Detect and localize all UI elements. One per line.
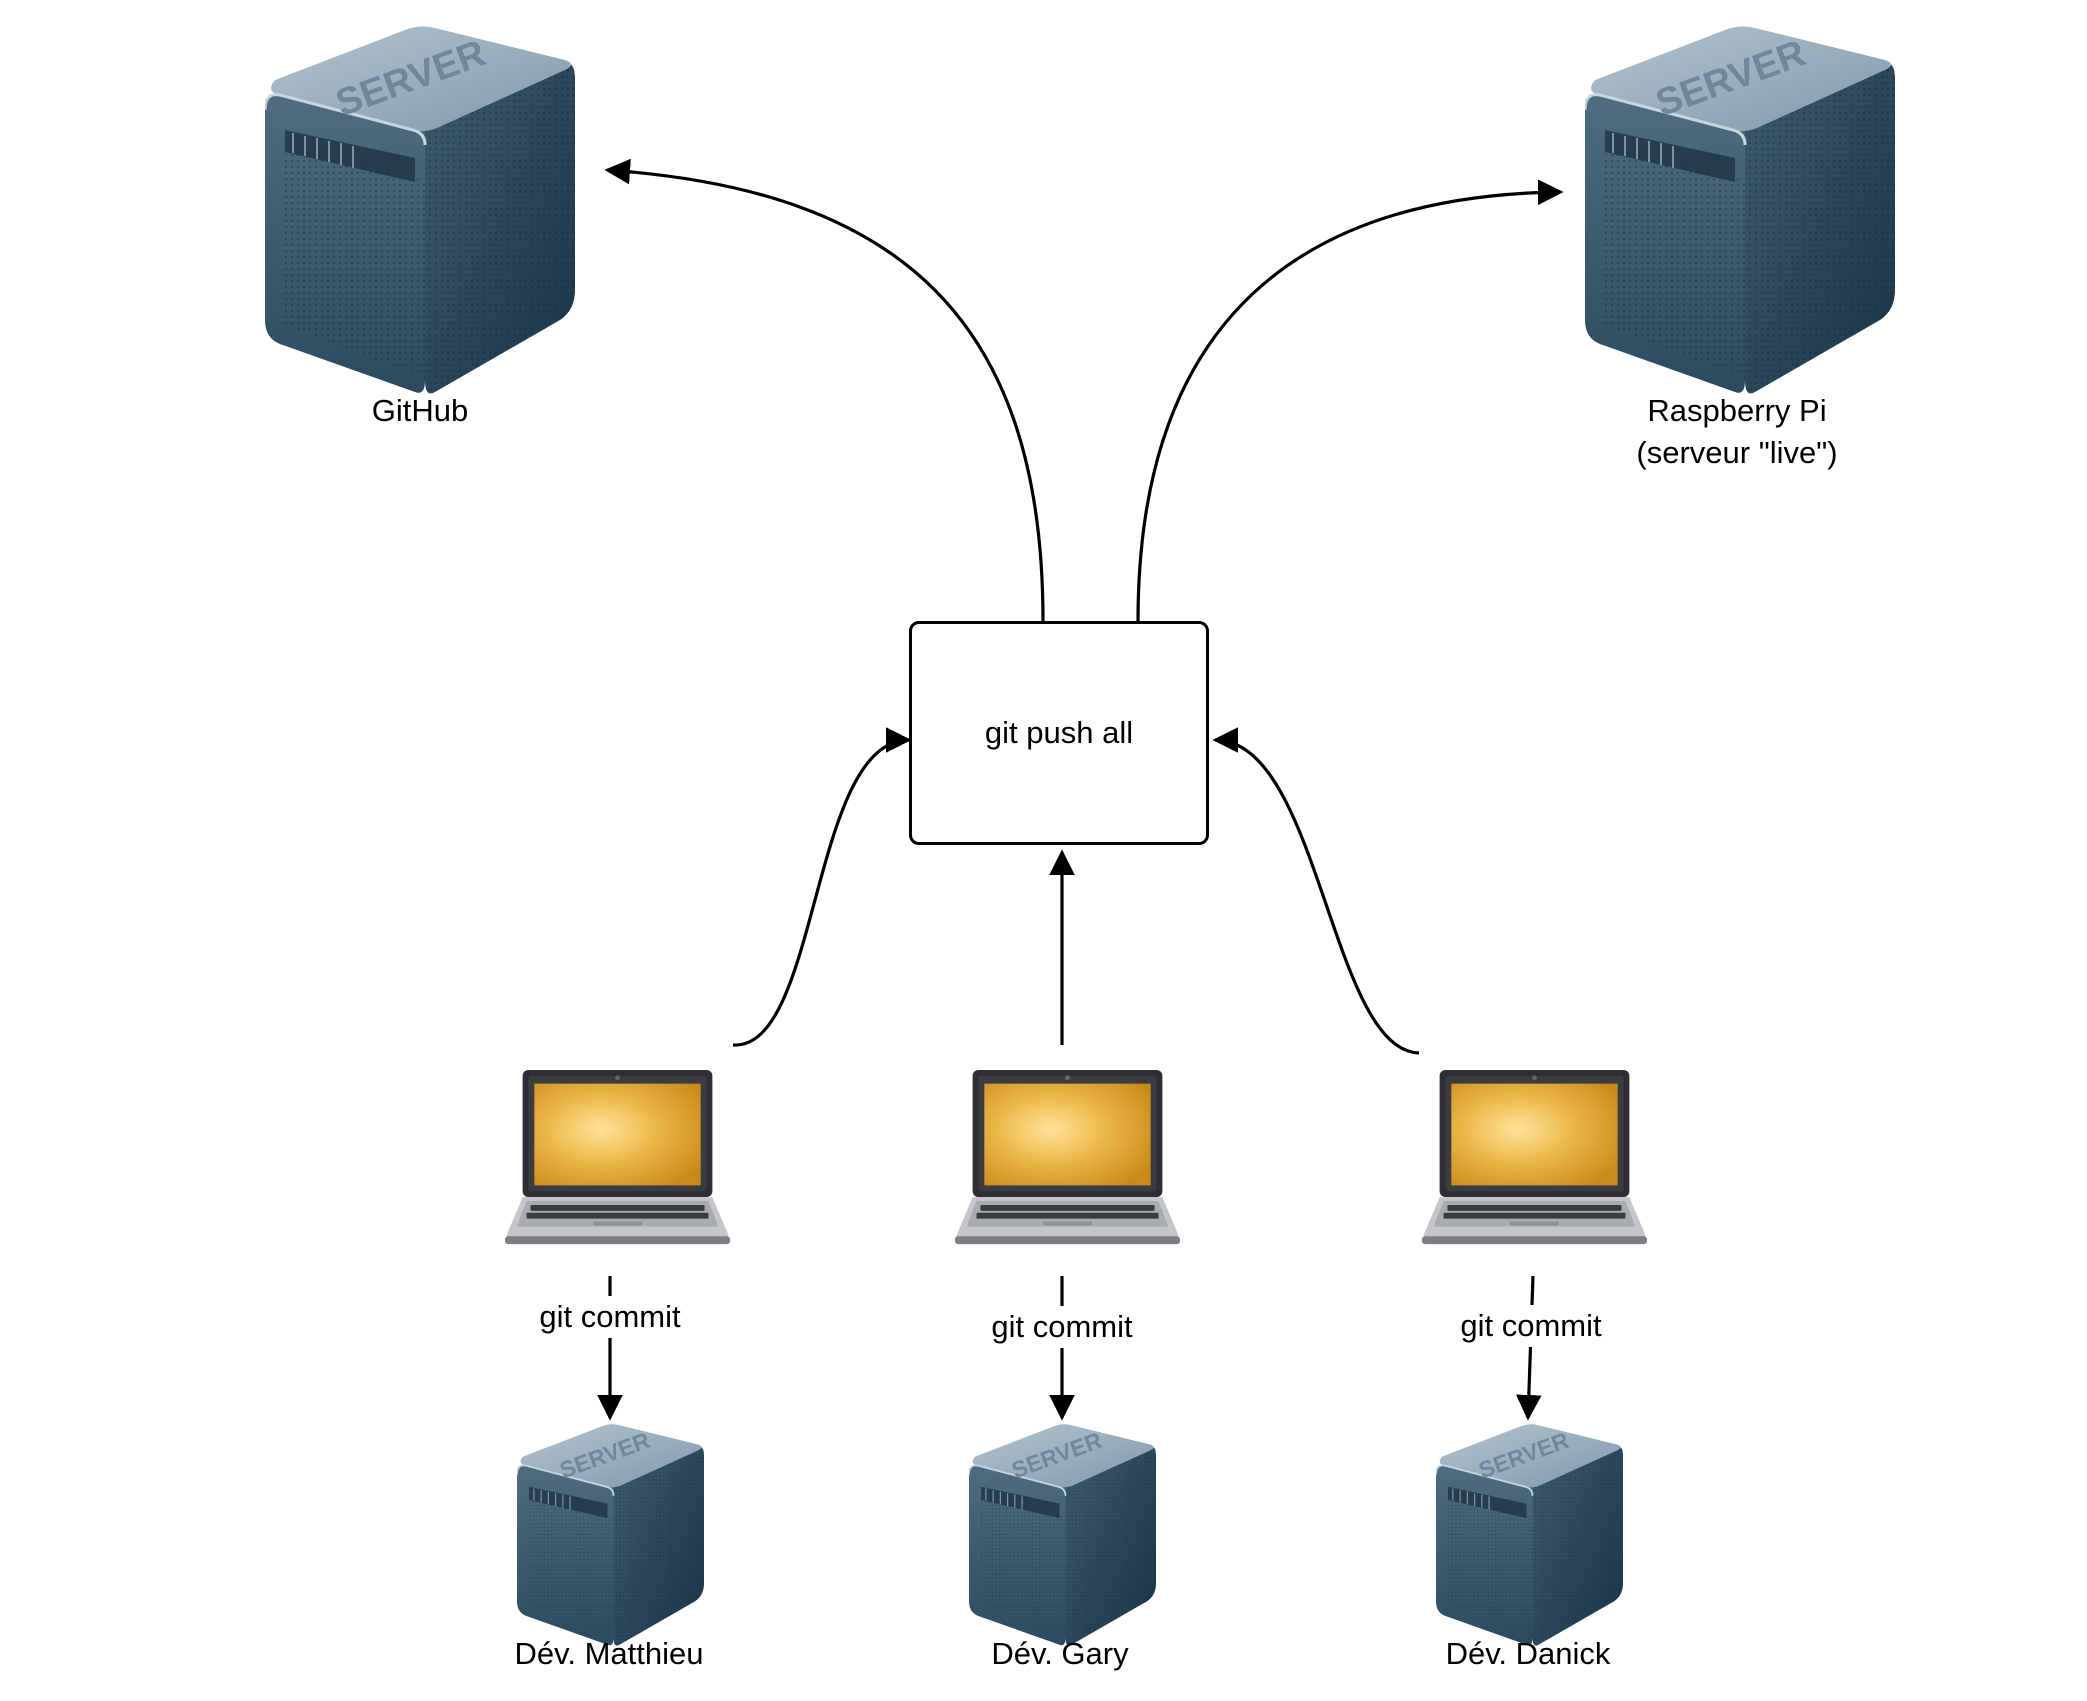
dev-label-gary: Dév. Gary <box>991 1636 1129 1671</box>
dev-label-danick: Dév. Danick <box>1445 1636 1611 1671</box>
edge-hub-to-github <box>604 158 1045 622</box>
commit-label-gary: git commit <box>987 1306 1137 1348</box>
raspberry-label-line2: (serveur "live") <box>1636 434 1838 470</box>
server-icon <box>265 24 575 396</box>
git-push-all-label: git push all <box>984 715 1134 750</box>
edge-hub-to-raspberry <box>1136 179 1564 622</box>
edge-danick-to-hub <box>1212 727 1420 1055</box>
server-icon <box>969 1423 1156 1647</box>
edge-danick-commit <box>1516 1275 1542 1421</box>
server-icon <box>1585 24 1895 396</box>
laptop-icon <box>505 1069 730 1245</box>
commit-label-matthieu: git commit <box>535 1296 685 1338</box>
raspberry-label: Raspberry Pi (serveur "live") <box>1636 390 1837 474</box>
dev-label-matthieu: Dév. Matthieu <box>514 1636 704 1671</box>
git-push-all-node: git push all <box>909 621 1209 845</box>
laptop-icon <box>1422 1069 1647 1245</box>
server-icon <box>517 1423 704 1647</box>
edge-matthieu-to-hub <box>732 727 912 1047</box>
raspberry-label-line1: Raspberry Pi <box>1647 393 1827 428</box>
github-label: GitHub <box>371 393 469 428</box>
commit-label-danick: git commit <box>1456 1305 1606 1347</box>
laptop-icon <box>955 1069 1180 1245</box>
server-icon <box>1436 1423 1623 1647</box>
